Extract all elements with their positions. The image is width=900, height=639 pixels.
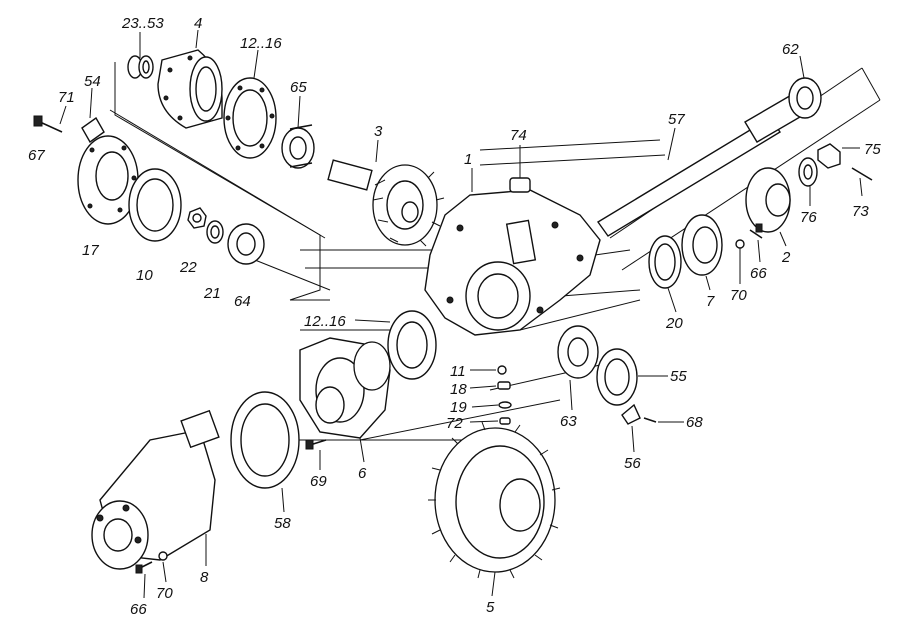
gasket-20 [648, 235, 682, 289]
bearing-63 [557, 325, 599, 379]
label-54: 54 [84, 73, 101, 90]
gasket-58 [230, 391, 300, 489]
label-67: 67 [28, 147, 45, 164]
label-19: 19 [450, 399, 467, 416]
cover-17 [77, 135, 139, 225]
small-parts [497, 365, 512, 425]
transfer-unit-8 [91, 409, 220, 570]
nut-75 [817, 143, 841, 169]
flange-2 [745, 167, 791, 233]
label-6: 6 [358, 465, 367, 482]
label-22: 22 [179, 259, 197, 276]
gasket-12-16-top [223, 77, 277, 159]
label-11: 11 [450, 363, 466, 380]
washer-70-bottom [158, 551, 168, 561]
label-10: 10 [136, 267, 153, 284]
label-23-53: 23..53 [121, 15, 164, 32]
ring-gear-5 [428, 421, 561, 579]
label-3: 3 [374, 123, 383, 140]
bearing-housing-6 [299, 337, 391, 439]
label-70-bottom: 70 [156, 585, 173, 602]
label-8: 8 [200, 569, 209, 586]
label-62: 62 [782, 41, 799, 58]
shim-rings [127, 55, 154, 79]
gasket-12-16-mid [387, 310, 437, 380]
bearing-62 [788, 77, 822, 119]
bearing-64 [227, 223, 265, 265]
label-57: 57 [668, 111, 685, 128]
label-65: 65 [290, 79, 307, 96]
gasket-10 [128, 168, 182, 242]
label-20: 20 [665, 315, 683, 332]
label-63: 63 [560, 413, 577, 430]
bolt-68 [643, 417, 657, 423]
part-labels: 23..53 4 12..16 65 71 54 67 17 10 22 21 … [28, 15, 881, 618]
label-18: 18 [450, 381, 467, 398]
label-74: 74 [510, 127, 527, 144]
label-71: 71 [58, 89, 75, 106]
label-12-16-top: 12..16 [240, 35, 282, 52]
pin-73 [851, 167, 873, 181]
label-70-right: 70 [730, 287, 747, 304]
cover-7 [681, 214, 723, 276]
label-7: 7 [706, 293, 715, 310]
adjusting-nut-55 [596, 348, 638, 406]
label-56: 56 [624, 455, 641, 472]
plug-74 [509, 177, 531, 193]
bolt-69 [305, 439, 327, 450]
label-75: 75 [864, 141, 881, 158]
label-76: 76 [800, 209, 817, 226]
label-4: 4 [194, 15, 202, 32]
label-17: 17 [82, 242, 99, 259]
label-58: 58 [274, 515, 291, 532]
label-68: 68 [686, 414, 703, 431]
label-66-bottom: 66 [130, 601, 147, 618]
label-64: 64 [234, 293, 251, 310]
label-69: 69 [310, 473, 327, 490]
label-66-right: 66 [750, 265, 767, 282]
label-55: 55 [670, 368, 687, 385]
label-72: 72 [446, 415, 463, 432]
bearing-cup-4 [157, 49, 223, 129]
label-2: 2 [781, 249, 791, 266]
nut-22 [187, 207, 207, 229]
lock-plate-56 [621, 403, 641, 425]
lock-plate-54 [81, 116, 105, 144]
bearing-65 [281, 124, 315, 169]
label-12-16-mid: 12..16 [304, 313, 346, 330]
label-5: 5 [486, 599, 495, 616]
label-73: 73 [852, 203, 869, 220]
bolt-66-right [749, 223, 763, 239]
washer-21 [206, 220, 224, 244]
label-21: 21 [203, 285, 221, 302]
housing-1 [424, 189, 601, 336]
pinion-gear-3 [327, 159, 445, 247]
washer-76 [798, 157, 818, 187]
bolt-66-bottom [135, 561, 153, 574]
leader-lines [59, 29, 863, 599]
label-1: 1 [464, 151, 472, 168]
washer-70-right [735, 239, 745, 249]
bolt-67 [33, 115, 63, 133]
